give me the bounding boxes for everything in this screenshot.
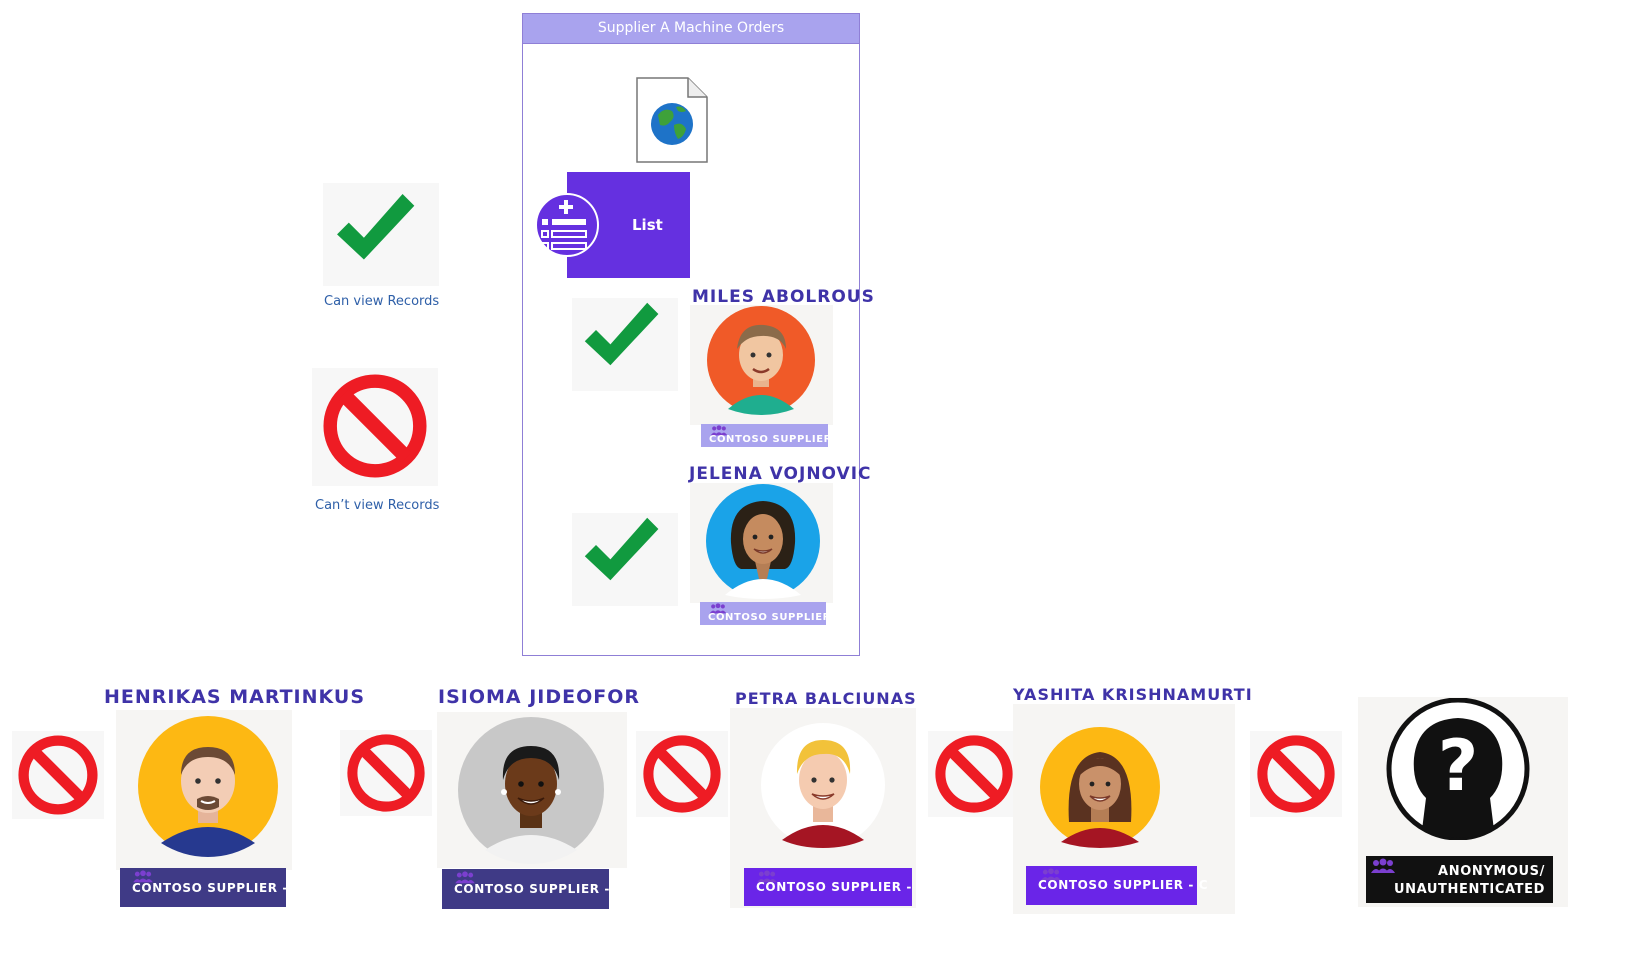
anonymous-line1: ANONYMOUS/ [1438, 864, 1545, 879]
henrikas-no-tile [12, 731, 104, 819]
svg-text:?: ? [1438, 725, 1479, 807]
checkmark-icon [578, 513, 662, 593]
avatar-miles [706, 305, 816, 415]
checkmark-icon [578, 298, 662, 378]
yashita-no-tile [928, 731, 1020, 817]
anonymous-line2: UNAUTHENTICATED [1394, 882, 1545, 897]
person-name-yashita: YASHITA KRISHNAMURTI [1013, 685, 1253, 704]
group-badge-isioma: CONTOSO SUPPLIER - B [442, 869, 624, 909]
no-access-icon [316, 370, 434, 482]
no-access-icon [637, 732, 727, 816]
person-name-henrikas: HENRIKAS MARTINKUS [104, 686, 366, 708]
person-name-isioma: ISIOMA JIDEOFOR [438, 686, 641, 708]
person-name-jelena: JELENA VOJNOVIC [689, 464, 872, 484]
group-badge-anonymous: ANONYMOUS/ UNAUTHENTICATED [1366, 856, 1553, 903]
supplier-a-container: Supplier A Machine Orders [522, 13, 860, 656]
avatar-jelena [705, 483, 821, 599]
group-badge-jelena: CONTOSO SUPPLIER - A [700, 602, 852, 625]
legend-check-tile [323, 183, 439, 286]
no-access-icon [13, 732, 103, 818]
avatar-henrikas [137, 715, 279, 857]
globe-document-icon [636, 77, 708, 163]
person-name-petra: PETRA BALCIUNAS [735, 689, 917, 708]
no-access-icon [341, 731, 431, 815]
avatar-petra [760, 722, 886, 848]
group-badge-yashita: CONTOSO SUPPLIER - C [1026, 866, 1208, 905]
legend-can-view: Can view Records [324, 294, 440, 309]
group-badge-petra: CONTOSO SUPPLIER - C [744, 868, 926, 906]
checkmark-icon [329, 189, 419, 273]
legend-cant-view: Can’t view Records [315, 498, 440, 513]
petra-no-tile [636, 731, 728, 817]
list-label: List [632, 216, 663, 234]
avatar-yashita [1039, 726, 1161, 848]
unknown-person-icon: ? [1382, 698, 1534, 840]
no-access-icon [1251, 732, 1341, 816]
group-badge-miles: CONTOSO SUPPLIER - A [701, 424, 853, 447]
legend-no-tile [312, 368, 438, 486]
add-list-icon [534, 192, 600, 258]
miles-check-tile [572, 298, 678, 391]
container-title: Supplier A Machine Orders [523, 14, 859, 44]
no-access-icon [929, 732, 1019, 816]
person-name-miles: MILES ABOLROUS [692, 287, 875, 307]
group-badge-henrikas: CONTOSO SUPPLIER - B [120, 868, 302, 907]
anonymous-no-tile [1250, 731, 1342, 817]
avatar-isioma [457, 716, 605, 864]
group-icon [1370, 858, 1396, 874]
jelena-check-tile [572, 513, 678, 606]
isioma-no-tile [340, 730, 432, 816]
